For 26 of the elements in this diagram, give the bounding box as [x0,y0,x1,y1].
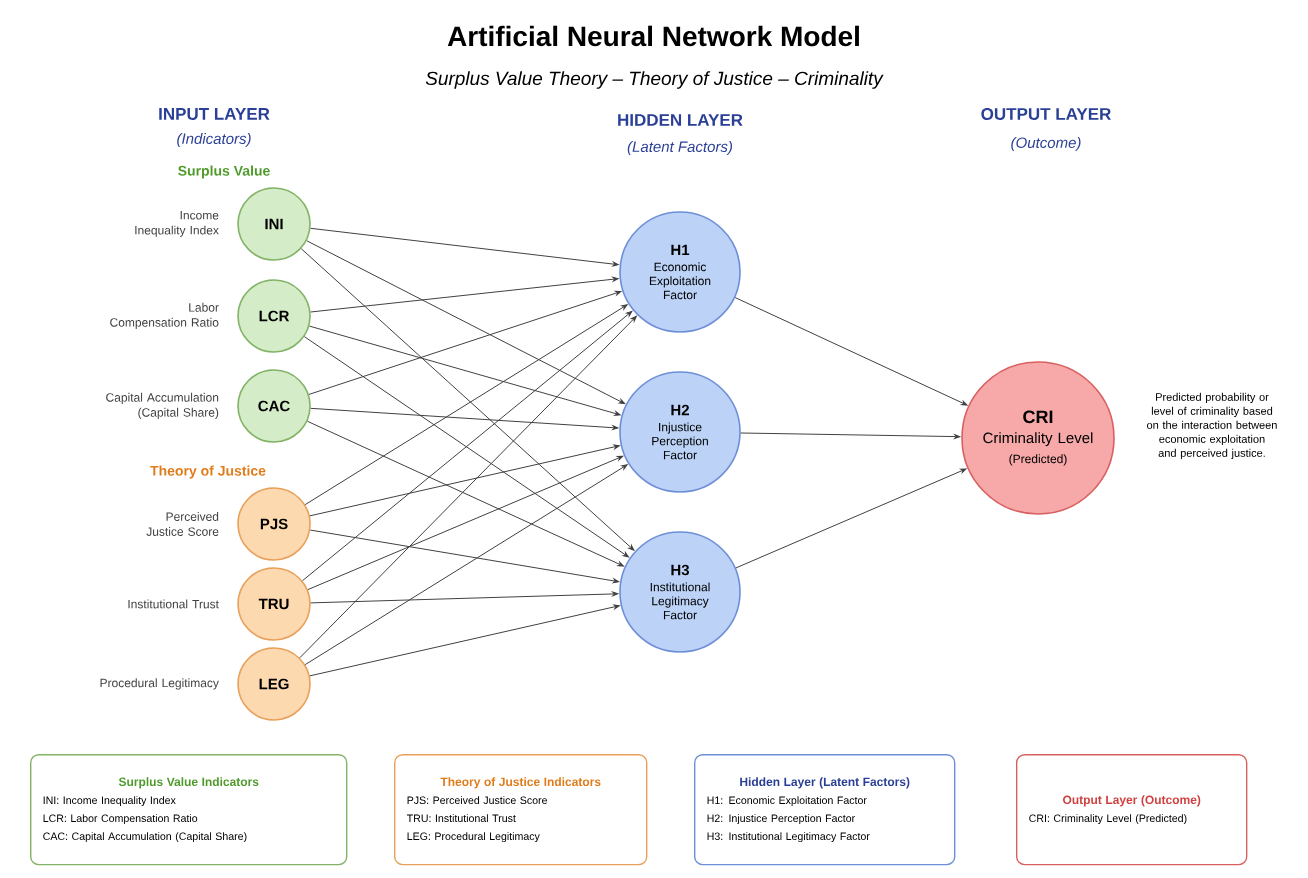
arrow [734,297,968,406]
arrow [308,290,622,395]
arrow [300,248,635,551]
arrow [306,240,626,405]
arrow [306,420,624,567]
arrow [310,407,619,431]
layer-heading: INPUT LAYER [159,108,270,120]
arrow [309,444,620,517]
arrow [303,336,630,558]
arrow [308,325,621,416]
arrow [304,304,628,506]
arrow [309,529,620,584]
arrow [310,227,619,267]
arrow [304,464,628,666]
arrow [302,310,633,582]
arrow [310,591,619,604]
layer-heading: HIDDEN LAYER [618,114,743,126]
layer-heading: OUTPUT LAYER [981,108,1111,120]
title: Artificial Neural Network Model [447,25,859,47]
subtitle: Surplus Value Theory – Theory of Justice – Criminality [425,71,884,89]
arrow [740,432,961,439]
arrow [735,468,967,569]
arrow [307,455,624,591]
arrow [310,276,619,313]
arrow [309,604,620,677]
arrow [299,315,637,659]
